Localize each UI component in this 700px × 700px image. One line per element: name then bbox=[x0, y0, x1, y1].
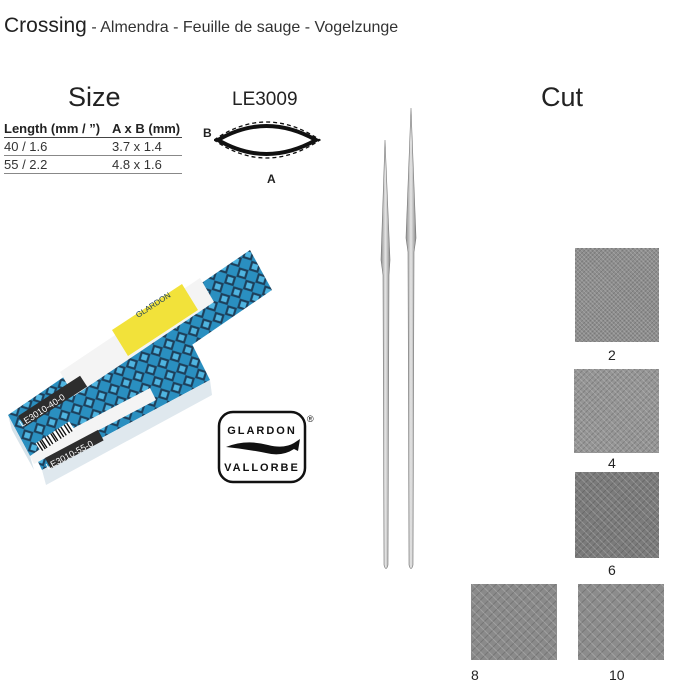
table-row: 40 / 1.6 3.7 x 1.4 bbox=[4, 137, 182, 156]
cut-label-2: 2 bbox=[608, 347, 616, 363]
registered-mark: ® bbox=[307, 414, 314, 424]
glardon-vallorbe-logo: GLARDON VALLORBE ® bbox=[217, 410, 314, 484]
product-box-back: LE3010-55-0 bbox=[20, 340, 212, 485]
title-main: Crossing bbox=[4, 14, 87, 37]
cut-swatch-6 bbox=[575, 472, 659, 558]
length-cell: 40 / 1.6 bbox=[4, 137, 112, 156]
cut-swatch-2 bbox=[575, 248, 659, 342]
page-title: Crossing - Almendra - Feuille de sauge -… bbox=[4, 14, 398, 38]
needle-file-right bbox=[405, 107, 417, 569]
product-box-image: LE3010-55-0 GLARDON LE3010-40-0 bbox=[8, 250, 272, 485]
fish-icon bbox=[226, 439, 300, 455]
cut-swatch-8 bbox=[471, 584, 557, 660]
size-table-header: Length (mm / ”) A x B (mm) bbox=[4, 120, 182, 138]
needle-files-image bbox=[380, 107, 417, 569]
table-row: 55 / 2.2 4.8 x 1.6 bbox=[4, 155, 182, 174]
profile-label-a: A bbox=[267, 172, 276, 186]
cut-swatch-4 bbox=[574, 369, 659, 453]
column-header-axb: A x B (mm) bbox=[112, 120, 182, 138]
cut-swatch-10 bbox=[578, 584, 664, 660]
needle-file-left bbox=[380, 139, 391, 569]
cut-label-4: 4 bbox=[608, 455, 616, 471]
cut-heading: Cut bbox=[541, 82, 584, 112]
cut-label-8: 8 bbox=[471, 667, 479, 683]
model-number: LE3009 bbox=[232, 89, 298, 110]
column-header-length: Length (mm / ”) bbox=[4, 120, 112, 138]
title-alternate-names: - Almendra - Feuille de sauge - Vogelzun… bbox=[86, 19, 399, 36]
cut-label-6: 6 bbox=[608, 562, 616, 578]
profile-label-b: B bbox=[203, 126, 212, 140]
size-table: Length (mm / ”) A x B (mm) 40 / 1.6 3.7 … bbox=[4, 120, 182, 174]
axb-cell: 4.8 x 1.6 bbox=[112, 155, 182, 174]
length-cell: 55 / 2.2 bbox=[4, 155, 112, 174]
size-heading: Size bbox=[68, 82, 121, 112]
cut-label-10: 10 bbox=[609, 667, 625, 683]
logo-top-text: GLARDON bbox=[227, 425, 297, 437]
cross-section-diagram bbox=[214, 121, 322, 159]
logo-bottom-text: VALLORBE bbox=[224, 462, 300, 474]
axb-cell: 3.7 x 1.4 bbox=[112, 137, 182, 156]
